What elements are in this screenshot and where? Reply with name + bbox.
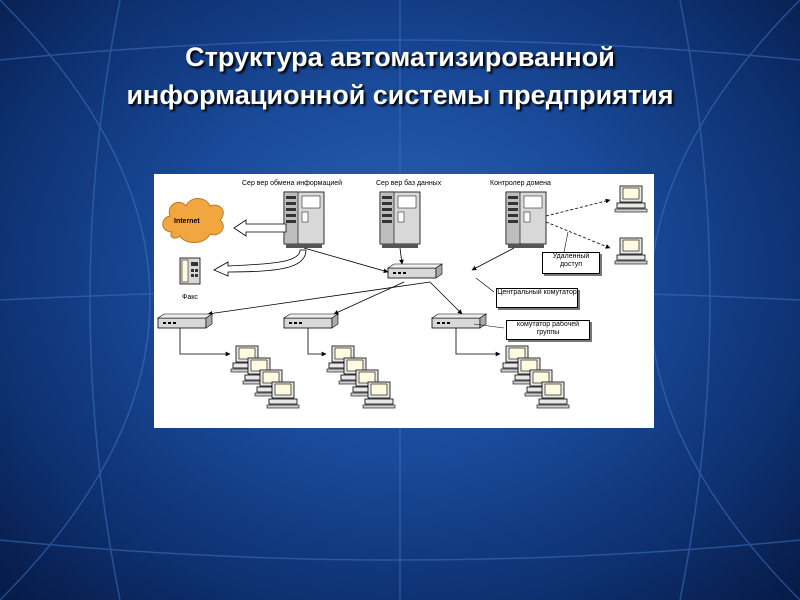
remote-pc-icon: [614, 185, 648, 213]
fax-icon: [179, 257, 201, 285]
label-db-server: Сер вер баз данных: [376, 180, 442, 187]
label-fax: Факс: [182, 294, 198, 301]
workgroup-switch-icon: [283, 313, 339, 329]
label-exchange-server: Сер вер обмена информацией: [242, 180, 343, 187]
callout-remote-access: Удаленный доступ: [542, 252, 600, 274]
callout-pointers: [473, 231, 569, 329]
label-internet: Internet: [174, 218, 200, 225]
workgroup-links: [179, 328, 501, 357]
pc-cluster-2: [326, 345, 396, 409]
domain-controller-icon: [505, 191, 547, 249]
label-domain-controller: Контролер домена: [490, 180, 551, 187]
remote-pc-icon: [614, 237, 648, 265]
exchange-links: [213, 219, 307, 277]
workgroup-switch-icon: [157, 313, 213, 329]
remote-links: [545, 198, 611, 249]
page-title: Структура автоматизированной информацион…: [40, 38, 760, 114]
central-switch-icon: [387, 263, 443, 279]
title-line-2: информационной системы предприятия: [126, 80, 674, 110]
workgroup-switch-icon: [431, 313, 487, 329]
backbone-links: [207, 247, 515, 316]
title-line-1: Структура автоматизированной: [185, 42, 615, 72]
network-diagram: Сер вер обмена информацией Сер вер баз д…: [154, 174, 654, 428]
callout-central-switch: Центральный комутатор: [496, 288, 578, 308]
network-diagram-drawing: [157, 185, 648, 409]
db-server-icon: [379, 191, 421, 249]
internet-cloud-icon: [162, 198, 224, 243]
pc-cluster-1: [230, 345, 300, 409]
callout-workgroup-switch: комутатор рабочей группы: [506, 320, 590, 340]
pc-cluster-3: [500, 345, 570, 409]
exchange-server-icon: [283, 191, 325, 249]
